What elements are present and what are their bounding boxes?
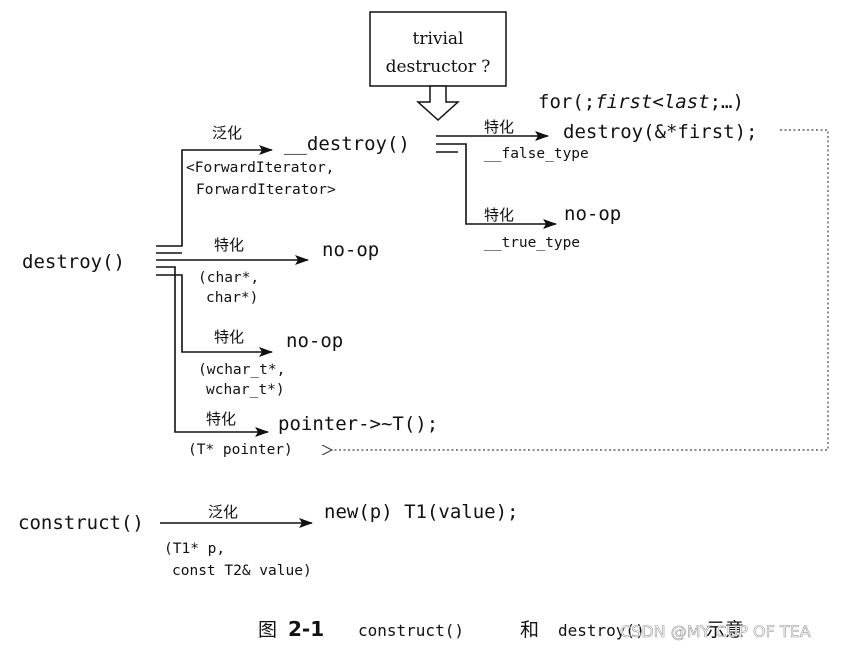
figure-caption: 图 2-1 construct() 和 destroy() 示意	[258, 617, 744, 641]
tehua-label-true: 特化	[484, 206, 514, 224]
tehua-label-false: 特化	[484, 118, 514, 136]
caption-construct: construct()	[358, 621, 464, 640]
destroy-first-call: destroy(&*first);	[563, 121, 757, 143]
csdn-watermark: CSDN @MY CUP OF TEA	[620, 622, 811, 641]
caption-destroy: destroy()	[558, 621, 645, 640]
construct-function-label: construct()	[18, 512, 144, 534]
forward-iterator-param-2: ForwardIterator>	[196, 182, 336, 198]
caption-prefix: 图	[258, 619, 277, 641]
for-loop-text: for(;first<last;…)	[538, 91, 744, 113]
caption-suffix: 示意	[706, 619, 744, 641]
char-param-1: (char*,	[198, 270, 259, 286]
fanhua-label-destroy: 泛化	[212, 124, 242, 142]
noop-char: no-op	[322, 239, 379, 261]
placement-new-call: new(p) T1(value);	[324, 501, 518, 523]
fanhua-label-construct: 泛化	[208, 503, 238, 521]
pointer-destructor-call: pointer->~T();	[278, 413, 438, 435]
destroy-function-label: destroy()	[22, 251, 125, 273]
wchar-param-1: (wchar_t*,	[198, 362, 285, 378]
wchar-param-2: wchar_t*)	[206, 382, 285, 398]
caption-he: 和	[520, 619, 539, 641]
tehua-label-char: 特化	[214, 236, 244, 254]
false-type-label: __false_type	[484, 146, 589, 162]
trivial-destructor-box: trivial destructor ?	[369, 11, 507, 87]
box-line-2: destructor ?	[386, 57, 491, 77]
construct-param-1: (T1* p,	[164, 541, 225, 557]
inner-destroy-branch-lines	[436, 131, 557, 229]
true-type-label: __true_type	[484, 235, 580, 251]
tehua-label-wchar: 特化	[214, 328, 244, 346]
caption-number: 2-1	[288, 617, 324, 641]
tehua-label-pointer: 特化	[206, 410, 236, 428]
dotted-feedback-arrow	[332, 129, 829, 450]
pointer-param: (T* pointer)	[188, 442, 293, 458]
noop-wchar: no-op	[286, 330, 343, 352]
hollow-down-arrow	[416, 85, 460, 122]
char-param-2: char*)	[206, 290, 258, 306]
noop-true-type: no-op	[564, 203, 621, 225]
inner-destroy-function: __destroy()	[284, 133, 410, 155]
destroy-branch-lines	[156, 145, 309, 437]
construct-param-2: const T2& value)	[172, 563, 312, 579]
forward-iterator-param-1: <ForwardIterator,	[186, 160, 334, 176]
box-line-1: trivial	[412, 29, 463, 49]
